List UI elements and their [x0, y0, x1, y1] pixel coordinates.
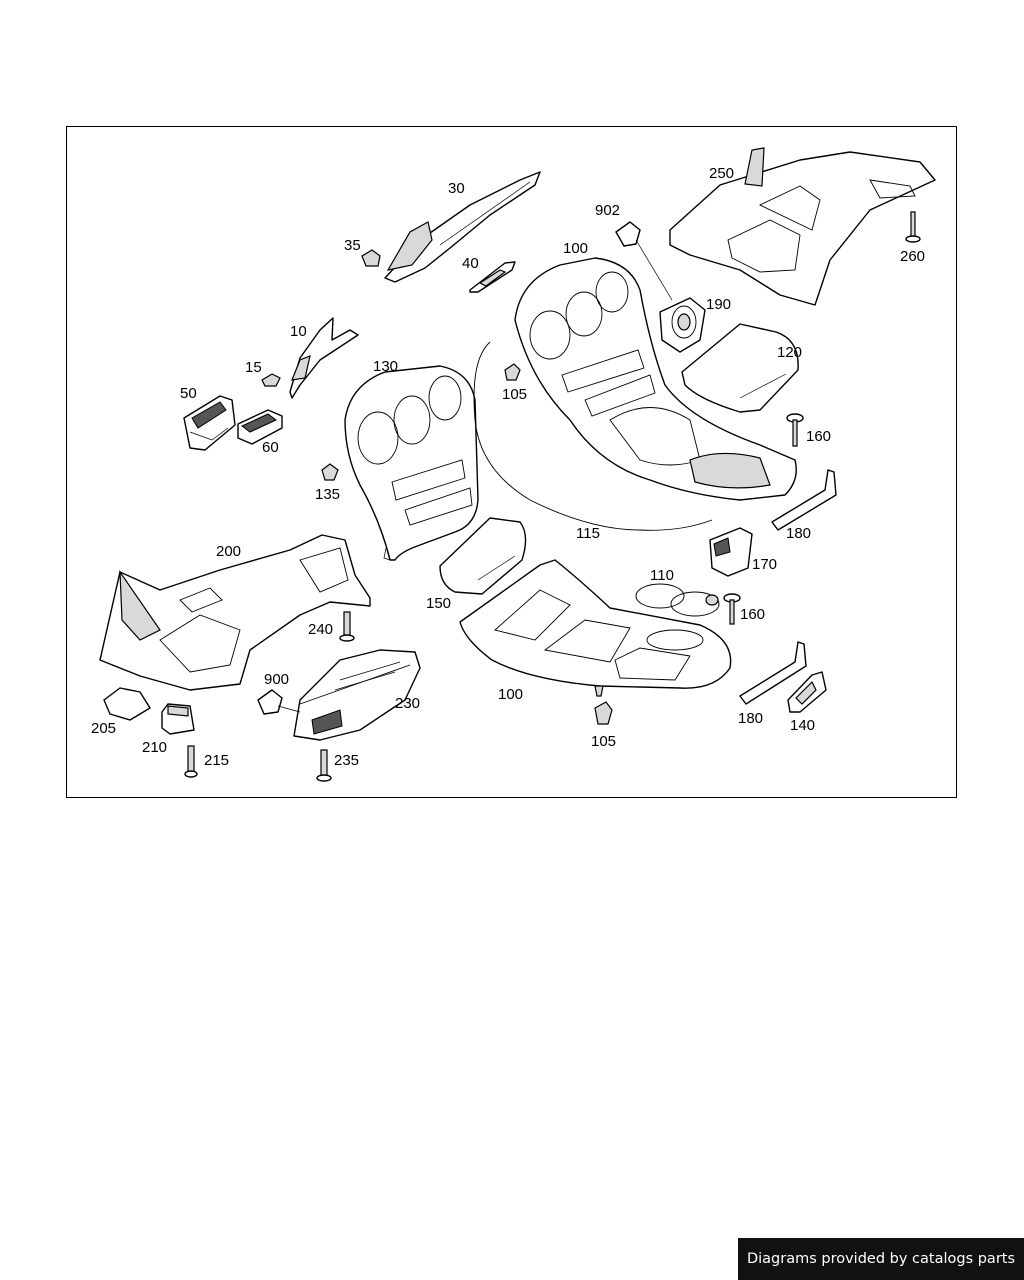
- callout-135: 135: [315, 486, 340, 503]
- part-190-speaker[interactable]: [659, 297, 706, 353]
- callout-105-upper: 105: [502, 386, 527, 403]
- callout-40: 40: [462, 255, 479, 272]
- part-100-upper-console-trim[interactable]: [514, 257, 797, 501]
- callout-150: 150: [426, 595, 451, 612]
- callout-105-lower: 105: [591, 733, 616, 750]
- part-10-side-trim[interactable]: [289, 317, 359, 399]
- part-110-cupholder-ring[interactable]: [635, 583, 720, 617]
- part-205-clip[interactable]: [103, 687, 151, 721]
- part-30-trim-strip[interactable]: [384, 171, 541, 283]
- part-40-emblem[interactable]: [469, 261, 516, 293]
- part-35-clip[interactable]: [361, 249, 381, 267]
- callout-130: 130: [373, 358, 398, 375]
- callout-205: 205: [91, 720, 116, 737]
- callout-215: 215: [204, 752, 229, 769]
- callout-140: 140: [790, 717, 815, 734]
- callout-100-upper: 100: [563, 240, 588, 257]
- callout-35: 35: [344, 237, 361, 254]
- callout-250: 250: [709, 165, 734, 182]
- callout-110: 110: [650, 567, 674, 584]
- part-902-label[interactable]: [615, 221, 673, 301]
- callout-902: 902: [595, 202, 620, 219]
- part-115-cable[interactable]: [473, 341, 713, 531]
- part-150-tray-mat[interactable]: [439, 517, 527, 595]
- part-900-label[interactable]: [257, 689, 301, 715]
- part-170-connector[interactable]: [709, 527, 753, 577]
- callout-900: 900: [264, 671, 289, 688]
- callout-170: 170: [752, 556, 777, 573]
- part-60-switch-block[interactable]: [237, 409, 283, 445]
- diagram-frame: [66, 126, 957, 798]
- part-15-clip[interactable]: [261, 373, 281, 387]
- part-140-trim[interactable]: [787, 671, 827, 713]
- part-160-screw-lower[interactable]: [723, 593, 741, 625]
- callout-230: 230: [395, 695, 420, 712]
- part-250-armrest[interactable]: [669, 147, 936, 306]
- part-240-screw[interactable]: [339, 611, 355, 642]
- callout-240: 240: [308, 621, 333, 638]
- callout-160-upper: 160: [806, 428, 831, 445]
- part-50-switch-panel[interactable]: [183, 395, 236, 451]
- callout-60: 60: [262, 439, 279, 456]
- part-180-bracket-lower[interactable]: [739, 641, 807, 705]
- part-210-block[interactable]: [161, 703, 195, 735]
- callout-180-upper: 180: [786, 525, 811, 542]
- part-160-screw-upper[interactable]: [786, 413, 804, 447]
- part-105-clip-lower[interactable]: [594, 701, 613, 725]
- callout-190: 190: [706, 296, 731, 313]
- callout-235: 235: [334, 752, 359, 769]
- callout-115: 115: [576, 525, 600, 542]
- callout-30: 30: [448, 180, 465, 197]
- callout-10: 10: [290, 323, 307, 340]
- part-135-clip[interactable]: [321, 463, 339, 481]
- part-180-bracket-upper[interactable]: [771, 469, 837, 531]
- callout-210: 210: [142, 739, 167, 756]
- callout-160-lower: 160: [740, 606, 765, 623]
- callout-100-lower: 100: [498, 686, 523, 703]
- callout-200: 200: [216, 543, 241, 560]
- part-100-lower-console-trim[interactable]: [459, 559, 732, 697]
- part-215-screw[interactable]: [184, 745, 198, 778]
- callout-15: 15: [245, 359, 262, 376]
- part-120-mat[interactable]: [681, 323, 799, 413]
- part-105-clip-upper[interactable]: [504, 363, 521, 381]
- part-130-console-cover[interactable]: [344, 365, 479, 561]
- part-200-carrier-frame[interactable]: [99, 534, 371, 691]
- diagram-credit-banner: Diagrams provided by catalogs parts: [738, 1238, 1024, 1280]
- callout-120: 120: [777, 344, 802, 361]
- part-230-control-unit[interactable]: [293, 649, 421, 741]
- callout-50: 50: [180, 385, 197, 402]
- callout-180-lower: 180: [738, 710, 763, 727]
- callout-260: 260: [900, 248, 925, 265]
- part-235-screw[interactable]: [316, 749, 332, 782]
- part-260-screw[interactable]: [905, 211, 921, 243]
